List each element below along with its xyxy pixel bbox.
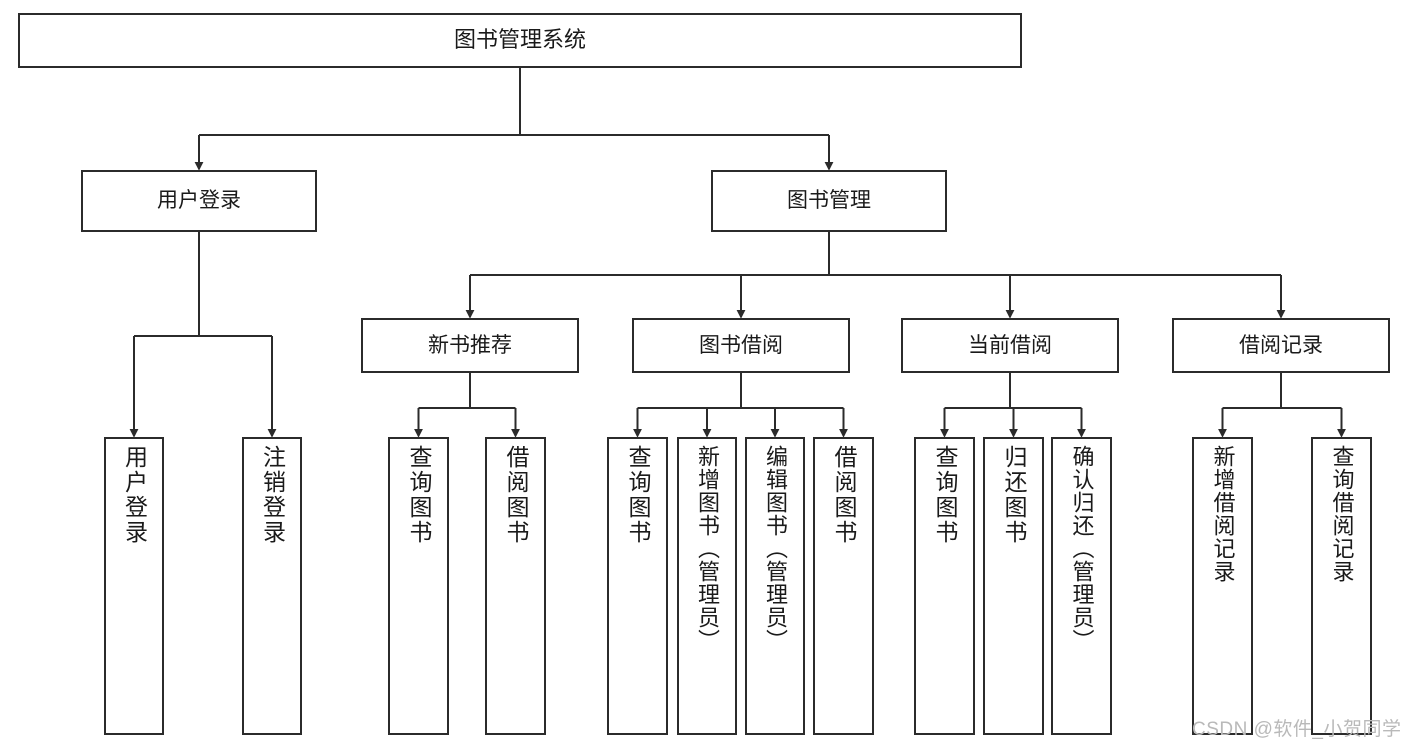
node-newbook[interactable]: 新书推荐 xyxy=(361,318,579,373)
node-label: 借阅记录 xyxy=(1239,333,1323,357)
node-leaf-logout[interactable]: 注销登录 xyxy=(242,437,302,735)
node-root[interactable]: 图书管理系统 xyxy=(18,13,1022,68)
node-login[interactable]: 用户登录 xyxy=(81,170,317,232)
node-label: 图书管理 xyxy=(787,189,871,213)
edge-paths xyxy=(129,68,1346,438)
node-label: 注销登录 xyxy=(259,445,286,545)
node-leaf-edit[interactable]: 编辑图书（管理员） xyxy=(745,437,805,735)
node-label: 借阅图书 xyxy=(831,445,857,545)
node-bookmgmt[interactable]: 图书管理 xyxy=(711,170,947,232)
node-leaf-query2[interactable]: 查询图书 xyxy=(607,437,668,735)
node-label: 新增借阅记录 xyxy=(1210,445,1236,583)
node-label: 图书管理系统 xyxy=(453,27,586,53)
node-leaf-query3[interactable]: 查询图书 xyxy=(914,437,975,735)
node-label: 图书借阅 xyxy=(699,333,783,357)
node-label: 当前借阅 xyxy=(968,333,1052,357)
node-leaf-query1[interactable]: 查询图书 xyxy=(388,437,449,735)
node-label: 查询图书 xyxy=(406,445,432,545)
node-label: 新增图书（管理员） xyxy=(695,445,720,652)
node-current[interactable]: 当前借阅 xyxy=(901,318,1119,373)
node-borrow[interactable]: 图书借阅 xyxy=(632,318,850,373)
node-label: 借阅图书 xyxy=(503,445,529,545)
node-label: 新书推荐 xyxy=(428,333,512,357)
node-leaf-return[interactable]: 归还图书 xyxy=(983,437,1044,735)
node-records[interactable]: 借阅记录 xyxy=(1172,318,1390,373)
node-label: 用户登录 xyxy=(121,445,148,545)
node-leaf-borrow2[interactable]: 借阅图书 xyxy=(813,437,874,735)
node-label: 查询图书 xyxy=(625,445,651,545)
node-label: 用户登录 xyxy=(157,189,241,213)
node-label: 查询借阅记录 xyxy=(1329,445,1355,583)
node-leaf-addrec[interactable]: 新增借阅记录 xyxy=(1192,437,1253,735)
node-label: 确认归还（管理员） xyxy=(1069,445,1095,652)
node-leaf-queryrec[interactable]: 查询借阅记录 xyxy=(1311,437,1372,735)
node-label: 归还图书 xyxy=(1001,445,1027,545)
node-leaf-borrow1[interactable]: 借阅图书 xyxy=(485,437,546,735)
node-leaf-confirm[interactable]: 确认归还（管理员） xyxy=(1051,437,1112,735)
node-leaf-login[interactable]: 用户登录 xyxy=(104,437,164,735)
node-label: 查询图书 xyxy=(932,445,958,545)
node-leaf-add[interactable]: 新增图书（管理员） xyxy=(677,437,737,735)
node-label: 编辑图书（管理员） xyxy=(763,445,788,652)
